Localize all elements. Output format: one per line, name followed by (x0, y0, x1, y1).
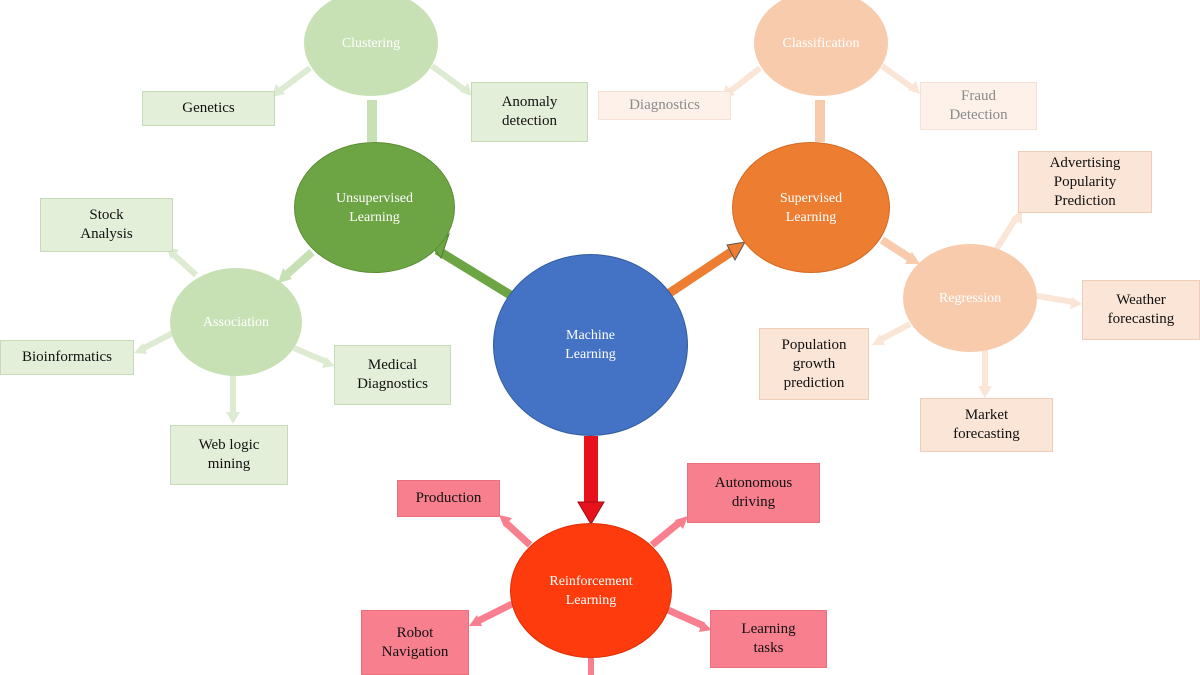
arrow-association-to-bioinformatics (138, 330, 175, 353)
arrow-center-to-unsupervised (434, 246, 515, 300)
arrowhead-production (499, 515, 512, 527)
arrowhead-fraud (908, 81, 920, 94)
unsupervised-learning-node: Unsupervised Learning (294, 142, 455, 273)
arrowhead-supervised (726, 241, 746, 262)
arrow-regression-to-weather (1036, 293, 1075, 305)
arrow-reinforcement-to-learning-tasks (666, 606, 706, 630)
arrow-classification-to-diagnostics (726, 65, 762, 96)
medical-diagnostics-box: Medical Diagnostics (334, 345, 451, 405)
stock-analysis-box: Stock Analysis (40, 198, 173, 252)
clustering-node: Clustering (304, 0, 438, 96)
arrow-unsupervised-to-association (280, 249, 315, 281)
arrowhead-anomaly (460, 83, 472, 96)
arrowhead-weather (1070, 297, 1082, 309)
association-node: Association (170, 268, 302, 376)
advertising-popularity-prediction-box: Advertising Popularity Prediction (1018, 151, 1152, 213)
anomaly-detection-box: Anomaly detection (471, 82, 588, 142)
arrowhead-reinforcement (577, 501, 605, 525)
supervised-learning-node: Supervised Learning (732, 142, 890, 273)
arrow-supervised-to-regression (879, 236, 913, 262)
learning-tasks-box: Learning tasks (710, 610, 827, 668)
market-forecasting-box: Market forecasting (920, 398, 1053, 452)
arrow-regression-to-advertising (993, 216, 1019, 252)
arrowhead-genetics (272, 84, 285, 97)
arrow-classification-to-fraud (880, 63, 916, 92)
arrowhead-autonomous (675, 516, 688, 529)
arrowhead-market (978, 386, 992, 398)
genetics-box: Genetics (142, 91, 275, 126)
regression-node: Regression (903, 244, 1037, 352)
arrowhead-association (278, 268, 292, 283)
arrowhead-bioinformatics (134, 343, 147, 354)
robot-navigation-box: Robot Navigation (361, 610, 469, 675)
population-growth-prediction-box: Population growth prediction (759, 328, 869, 400)
fraud-detection-box: Fraud Detection (920, 82, 1037, 130)
autonomous-driving-box: Autonomous driving (687, 463, 820, 523)
arrow-clustering-to-genetics (276, 65, 312, 95)
arrow-reinforcement-to-robot (474, 600, 514, 626)
arrowhead-advertising (1011, 210, 1022, 224)
arrow-association-to-medical (292, 345, 331, 366)
web-logic-mining-box: Web logic mining (170, 425, 288, 485)
arrow-reinforcement-to-autonomous (649, 519, 683, 548)
arrow-clustering-to-anomaly (430, 63, 468, 94)
arrow-reinforcement-to-production (502, 519, 533, 548)
arrowhead-robot (469, 615, 482, 626)
diagnostics-box: Diagnostics (598, 91, 731, 120)
reinforcement-learning-node: Reinforcement Learning (510, 523, 672, 658)
arrowhead-regression (905, 252, 920, 264)
machine-learning-node: Machine Learning (493, 254, 688, 436)
arrow-regression-to-population (876, 321, 912, 344)
arrowhead-medical (322, 357, 335, 368)
arrow-association-to-stock (169, 250, 199, 278)
arrowhead-population (872, 334, 885, 345)
arrowhead-weblogic (226, 412, 240, 424)
weather-forecasting-box: Weather forecasting (1082, 280, 1200, 340)
arrow-center-to-supervised (665, 246, 737, 298)
classification-node: Classification (754, 0, 888, 96)
production-box: Production (397, 480, 500, 517)
bioinformatics-box: Bioinformatics (0, 340, 134, 375)
arrowhead-learning-tasks (699, 621, 712, 632)
